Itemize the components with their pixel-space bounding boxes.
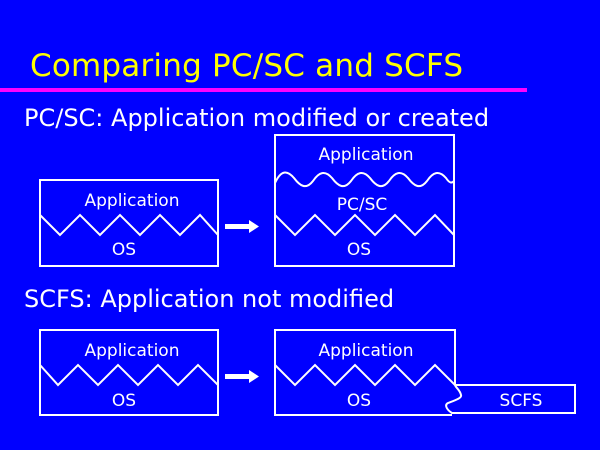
scfs-after-box bbox=[274, 329, 456, 416]
scfs-before-box bbox=[39, 329, 219, 416]
pcsc-before-application-label: Application bbox=[84, 191, 180, 211]
scfs-heading: SCFS: Application not modified bbox=[24, 285, 395, 313]
pcsc-before-box bbox=[39, 179, 219, 267]
pcsc-before-os-label: OS bbox=[111, 240, 137, 260]
scfs-before-application-label: Application bbox=[84, 341, 180, 361]
pcsc-before-zigzag bbox=[39, 213, 219, 237]
scfs-before-os-label: OS bbox=[111, 391, 137, 411]
pcsc-after-os-label: OS bbox=[346, 240, 372, 260]
scfs-after-os-label: OS bbox=[346, 391, 372, 411]
scfs-after-application-label: Application bbox=[318, 341, 414, 361]
pcsc-heading: PC/SC: Application modified or created bbox=[24, 104, 490, 132]
slide-title: Comparing PC/SC and SCFS bbox=[30, 48, 464, 84]
right-arrow-icon bbox=[225, 220, 259, 233]
pcsc-after-zigzag bbox=[274, 213, 455, 237]
scfs-plugin-box bbox=[445, 384, 576, 414]
scfs-plugin-label: SCFS bbox=[499, 391, 543, 411]
pcsc-after-box bbox=[274, 134, 455, 267]
pcsc-after-pcsc-label: PC/SC bbox=[336, 195, 388, 215]
title-divider bbox=[0, 88, 527, 92]
scfs-before-zigzag bbox=[39, 363, 219, 387]
pcsc-after-application-label: Application bbox=[318, 145, 414, 165]
scfs-after-zigzag bbox=[274, 363, 456, 387]
right-arrow-icon bbox=[225, 370, 259, 383]
pcsc-after-wave bbox=[274, 171, 455, 188]
